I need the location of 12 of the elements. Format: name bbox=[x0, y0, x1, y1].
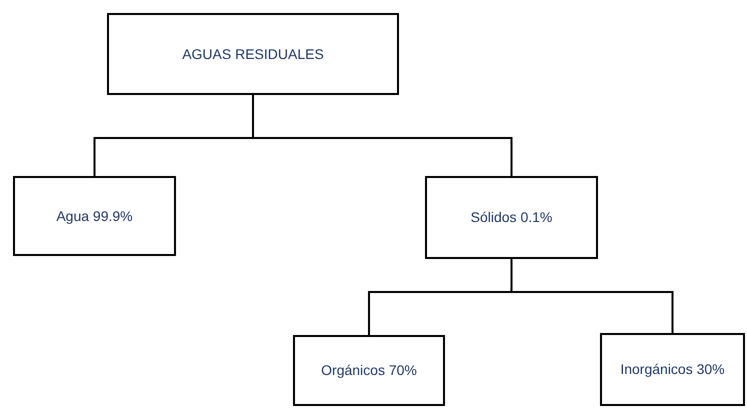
box-label: Agua 99.9% bbox=[56, 206, 133, 226]
box-label: AGUAS RESIDUALES bbox=[182, 44, 324, 64]
text-box bbox=[425, 176, 598, 259]
text-box bbox=[13, 176, 176, 256]
box-label: Sólidos 0.1% bbox=[470, 208, 552, 227]
box-label: Inorgánicos 30% bbox=[620, 360, 725, 379]
text-box bbox=[600, 333, 745, 406]
connector-line bbox=[510, 259, 674, 333]
box-label: Orgánicos 70% bbox=[321, 361, 417, 380]
connector-line bbox=[252, 95, 512, 176]
text-box bbox=[107, 13, 399, 95]
text-box bbox=[293, 335, 445, 406]
